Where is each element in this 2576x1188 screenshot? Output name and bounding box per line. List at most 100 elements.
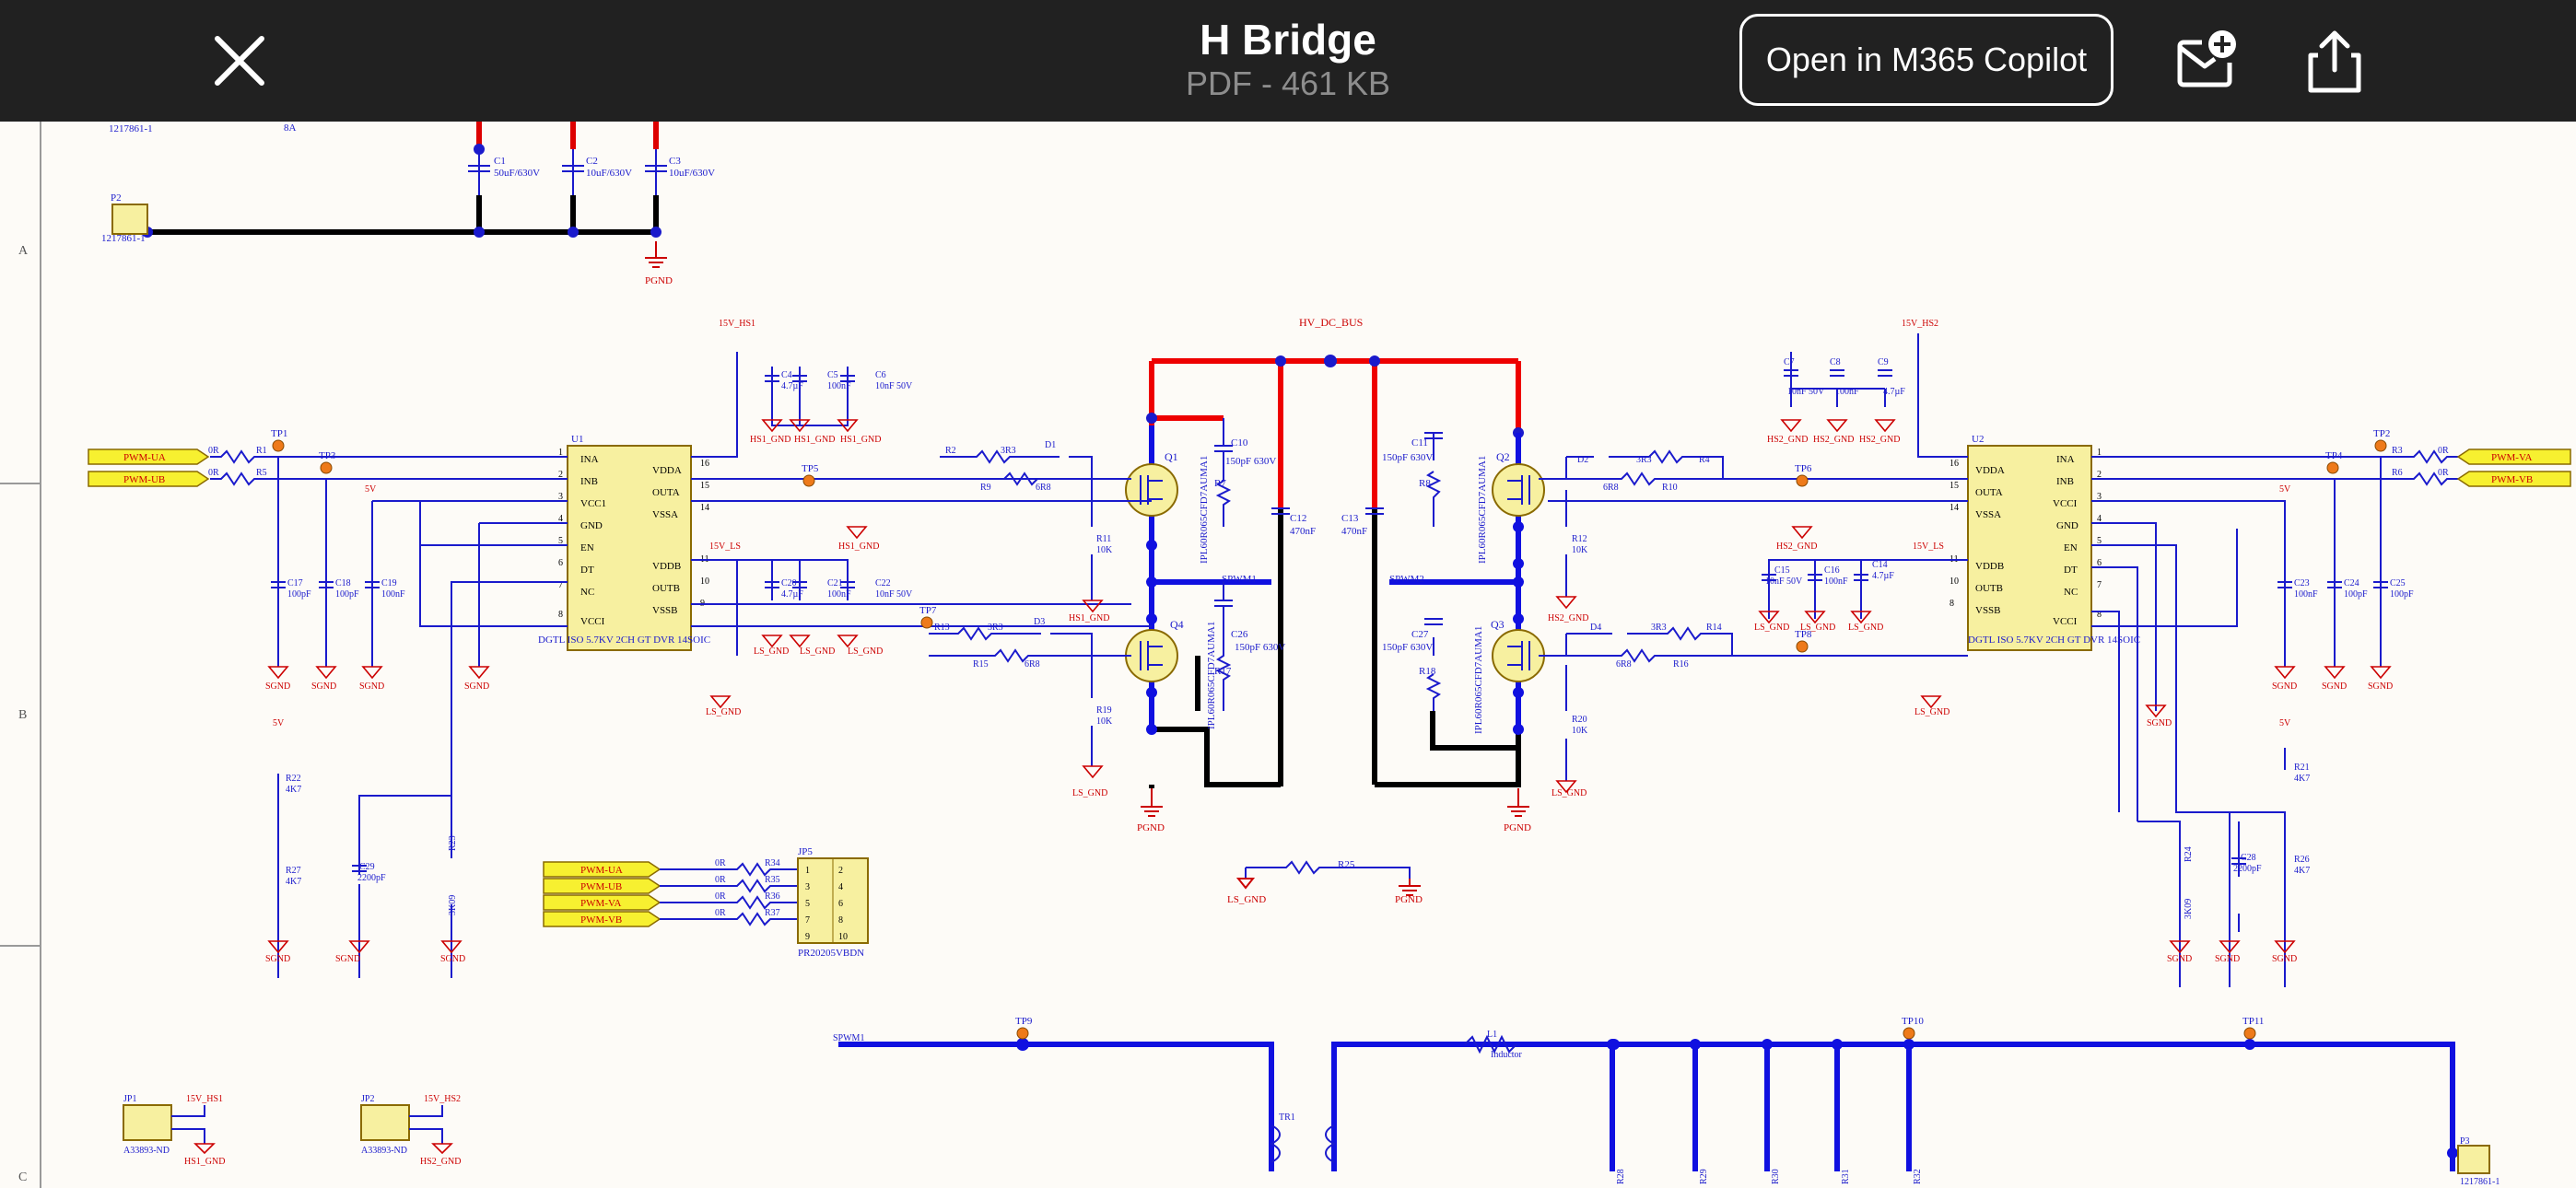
r36-value: 0R bbox=[715, 891, 726, 902]
r31-ref: R31 bbox=[1841, 1169, 1851, 1184]
jp5-net-va: PWM-VA bbox=[580, 898, 621, 909]
c8-ref: C8 bbox=[1830, 357, 1841, 367]
r15-ref: R15 bbox=[973, 659, 989, 670]
u2-pin-vddb: VDDB bbox=[1975, 561, 2004, 572]
r11-ref: R11 bbox=[1096, 534, 1111, 544]
hs2-gnd-label-4: HS2_GND bbox=[1776, 542, 1817, 552]
jp5-pin-10: 10 bbox=[838, 932, 848, 942]
c7-ref: C7 bbox=[1784, 357, 1795, 367]
u1-num-8: 8 bbox=[558, 610, 563, 620]
drawing-frame bbox=[0, 122, 41, 1188]
c4-value: 4.7µF bbox=[781, 381, 803, 391]
c14-ref: C14 bbox=[1872, 560, 1888, 570]
d1-ref: D1 bbox=[1045, 440, 1056, 450]
q1-ref: Q1 bbox=[1165, 450, 1178, 463]
r36-ref: R36 bbox=[765, 891, 780, 902]
u2-pin-vdda: VDDA bbox=[1975, 465, 2005, 476]
u1-num-4: 4 bbox=[558, 514, 563, 524]
u2-pin-ina: INA bbox=[2056, 454, 2075, 465]
u2-num-1: 1 bbox=[2097, 448, 2102, 458]
sgnd-label-5: SGND bbox=[265, 954, 290, 964]
r28-ref: R28 bbox=[1616, 1169, 1626, 1184]
jp5-net-ua: PWM-UA bbox=[580, 865, 623, 876]
c6-value: 10nF 50V bbox=[875, 381, 913, 391]
c16-value: 100nF bbox=[1824, 577, 1848, 587]
c11-value: 150pF 630V bbox=[1382, 452, 1433, 463]
r29-ref: R29 bbox=[1699, 1169, 1709, 1184]
v5-right-label: 5V bbox=[2279, 484, 2291, 495]
p2-part: 1217861-1 bbox=[101, 233, 146, 244]
q2-ref: Q2 bbox=[1496, 450, 1510, 463]
jp5-pin-6: 6 bbox=[838, 899, 843, 909]
jp5-pin-2: 2 bbox=[838, 866, 843, 876]
r22-ref: R22 bbox=[286, 774, 301, 784]
c7-value: 10nF 50V bbox=[1787, 387, 1825, 397]
c24-ref: C24 bbox=[2344, 578, 2359, 588]
decoupling-caps bbox=[271, 369, 2388, 872]
u2-pin-gnd: GND bbox=[2056, 520, 2078, 531]
tp4-label: TP4 bbox=[2325, 450, 2343, 461]
frame-row-b: B bbox=[18, 708, 27, 722]
q3-part: IPL60R065CFD7AUMA1 bbox=[1473, 626, 1484, 734]
jp5-pin-9: 9 bbox=[805, 932, 810, 942]
ls-gnd-label-6: LS_GND bbox=[1754, 623, 1789, 633]
add-to-mail-button[interactable] bbox=[2174, 28, 2239, 92]
r5-value: 0R bbox=[208, 468, 219, 478]
c12-value: 470nF bbox=[1290, 526, 1316, 537]
r37-value: 0R bbox=[715, 908, 726, 918]
u2-pin-vssb: VSSB bbox=[1975, 605, 2001, 616]
u1-pin-vcc1: VCC1 bbox=[580, 498, 606, 509]
r14-ref: R14 bbox=[1706, 623, 1722, 633]
pwm-inputs-right: PWM-VA PWM-VB R3 0R R6 0R bbox=[2392, 446, 2571, 487]
c21-ref: C21 bbox=[827, 578, 843, 588]
c4-ref: C4 bbox=[781, 370, 792, 380]
r27-value: 4K7 bbox=[286, 877, 301, 887]
r10-ref: R10 bbox=[1662, 483, 1678, 493]
c27-value: 150pF 630V bbox=[1382, 642, 1433, 653]
q3-ref: Q3 bbox=[1491, 618, 1505, 631]
sgnd-label-7: SGND bbox=[440, 954, 465, 964]
sgnd-label-2: SGND bbox=[311, 681, 336, 692]
r26-ref: R26 bbox=[2294, 855, 2310, 865]
schematic-view[interactable]: A B C C1 50uF/630V C2 10uF/630V C3 10uF/… bbox=[0, 122, 2576, 1188]
r25-lsgnd: LS_GND bbox=[1227, 894, 1266, 905]
share-button[interactable] bbox=[2300, 26, 2370, 96]
p2-connector bbox=[111, 204, 148, 235]
c20-value: 4.7µF bbox=[781, 589, 803, 600]
c1-value: 50uF/630V bbox=[494, 168, 540, 179]
jp5-part: PR20205VBDN bbox=[798, 948, 864, 959]
u1-num-2: 2 bbox=[558, 470, 563, 480]
u1-num-10: 10 bbox=[700, 577, 709, 587]
pwm-ub-label: PWM-UB bbox=[123, 474, 165, 485]
c22-value: 10nF 50V bbox=[875, 589, 913, 600]
sgnd-label-4: SGND bbox=[464, 681, 489, 692]
ls-gnd-label-10: LS_GND bbox=[1551, 788, 1587, 798]
r8-ref: R8 bbox=[1419, 478, 1431, 489]
c25-value: 100pF bbox=[2390, 589, 2414, 600]
jp5-ref: JP5 bbox=[798, 846, 813, 857]
v5-left-lower-label: 5V bbox=[273, 718, 285, 728]
u2-part: DGTL ISO 5.7KV 2CH GT DVR 14SOIC bbox=[1968, 635, 2140, 646]
r35-ref: R35 bbox=[765, 875, 780, 885]
open-in-copilot-button[interactable]: Open in M365 Copilot bbox=[1739, 14, 2113, 106]
u1-ref: U1 bbox=[571, 434, 583, 445]
ls-gnd-label-5: LS_GND bbox=[1072, 788, 1107, 798]
mosfet-q1: Q1 IPL60R065CFD7AUMA1 bbox=[1125, 450, 1210, 564]
u2-pin-vssa: VSSA bbox=[1975, 509, 2001, 520]
u1-num-7: 7 bbox=[558, 580, 563, 590]
u2-num-6: 6 bbox=[2097, 558, 2102, 568]
r4-ref: R4 bbox=[1699, 455, 1710, 465]
c3-ref: C3 bbox=[669, 156, 681, 167]
r19-value: 10K bbox=[1096, 716, 1113, 727]
r12-ref: R12 bbox=[1572, 534, 1587, 544]
r20-ref: R20 bbox=[1572, 715, 1587, 725]
close-button[interactable] bbox=[208, 29, 271, 92]
r2-ref: R2 bbox=[945, 446, 956, 456]
hs1-gnd-label-5: HS1_GND bbox=[1069, 613, 1109, 623]
r17-ref: R17 bbox=[1214, 666, 1232, 677]
r6-ref: R6 bbox=[2392, 468, 2403, 478]
r14-value: 3R3 bbox=[1651, 623, 1667, 633]
tp8-label: TP8 bbox=[1795, 629, 1812, 640]
c6-ref: C6 bbox=[875, 370, 886, 380]
hs1-gnd-label-4: HS1_GND bbox=[838, 542, 879, 552]
